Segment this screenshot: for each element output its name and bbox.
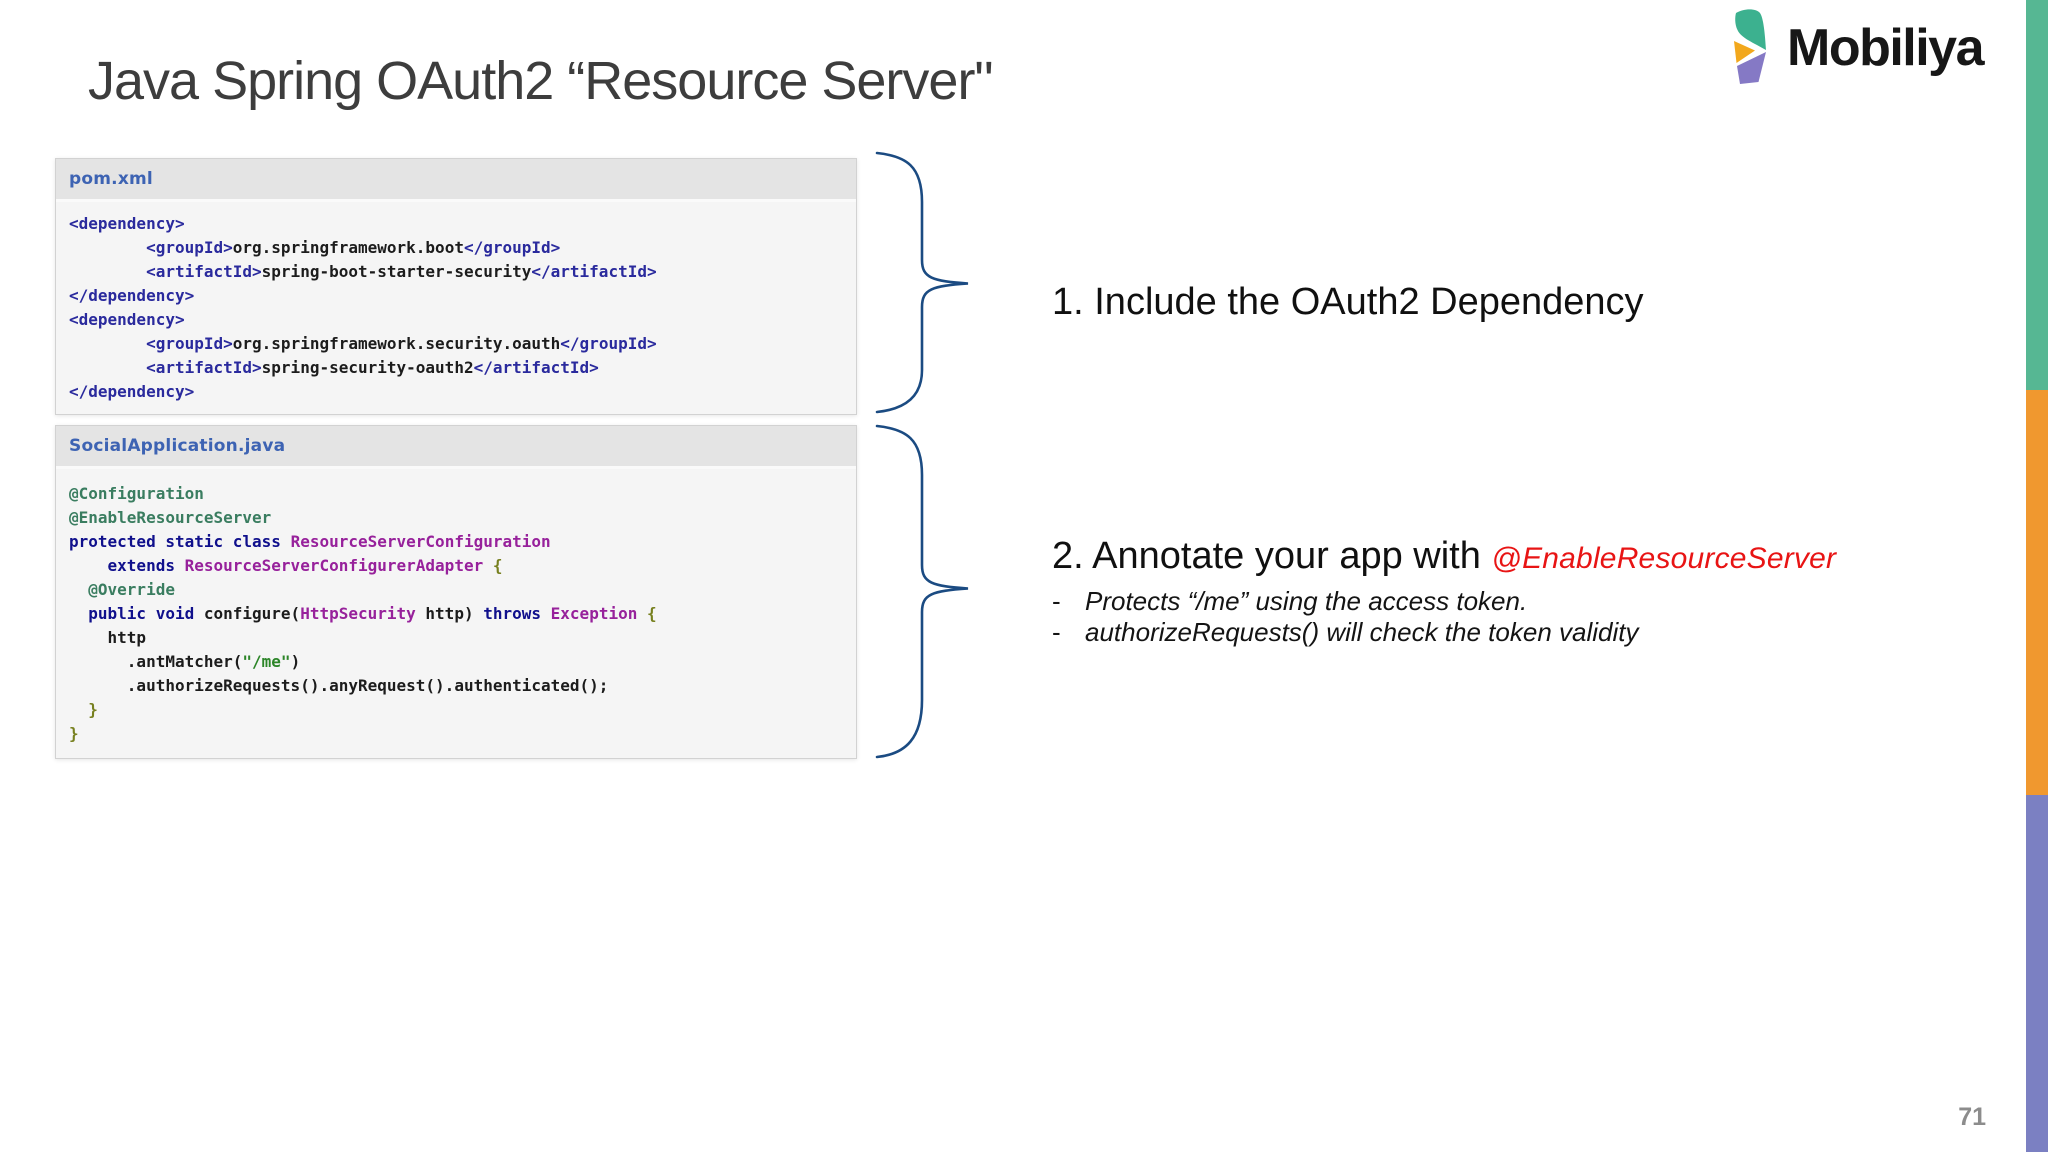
- bullet-text: Protects “/me” using the access token.: [1085, 586, 1528, 616]
- brace-connector-2: [875, 424, 969, 759]
- code-body: <dependency> <groupId>org.springframewor…: [56, 202, 856, 414]
- bullet-marker: -: [1052, 586, 1061, 616]
- code-line: <artifactId>spring-boot-starter-security…: [146, 262, 657, 281]
- code-line: </dependency>: [69, 286, 195, 305]
- code-line: .authorizeRequests().anyRequest().authen…: [69, 676, 609, 695]
- annotation-step-2-text: 2. Annotate your app with: [1052, 535, 1492, 577]
- slide-title: Java Spring OAuth2 “Resource Server": [88, 51, 994, 111]
- code-block-header: pom.xml: [56, 159, 856, 202]
- code-line: <groupId>org.springframework.security.oa…: [146, 334, 657, 353]
- bullet-item: - authorizeRequests() will check the tok…: [1052, 618, 1836, 647]
- annotation-step-2-heading: 2. Annotate your app with @EnableResourc…: [1052, 534, 1836, 581]
- code-line: @Configuration: [69, 484, 204, 503]
- bullet-item: - Protects “/me” using the access token.: [1052, 587, 1836, 616]
- code-line: protected static class ResourceServerCon…: [69, 532, 551, 551]
- code-block-pom-xml: pom.xml <dependency> <groupId>org.spring…: [55, 158, 857, 415]
- code-line: extends ResourceServerConfigurerAdapter …: [107, 556, 503, 575]
- code-line: public void configure(HttpSecurity http)…: [88, 604, 657, 623]
- accent-bar-green: [2026, 0, 2048, 390]
- annotation-step-1: 1. Include the OAuth2 Dependency: [1052, 281, 1644, 323]
- page-number: 71: [1958, 1103, 1986, 1131]
- code-filename: SocialApplication.java: [69, 436, 286, 456]
- code-block-social-application-java: SocialApplication.java @Configuration @En…: [55, 425, 857, 759]
- brace-connectors: [875, 151, 969, 759]
- code-filename: pom.xml: [69, 169, 153, 189]
- annotation-step-2: 2. Annotate your app with @EnableResourc…: [1052, 534, 1836, 647]
- accent-bar-purple: [2026, 795, 2048, 1152]
- brace-connector-1: [875, 151, 969, 414]
- code-line: @EnableResourceServer: [69, 508, 272, 527]
- code-line: <groupId>org.springframework.boot</group…: [146, 238, 561, 257]
- code-line: }: [88, 700, 98, 719]
- mobiliya-logo: Mobiliya: [1729, 8, 1985, 88]
- mobiliya-logo-text: Mobiliya: [1787, 19, 1985, 77]
- bullet-marker: -: [1052, 617, 1061, 647]
- bullet-text: authorizeRequests() will check the token…: [1085, 617, 1639, 647]
- accent-bar: [2026, 0, 2048, 1152]
- annotation-step-2-highlight: @EnableResourceServer: [1491, 542, 1837, 575]
- code-line: <dependency>: [69, 214, 185, 233]
- accent-bar-orange: [2026, 390, 2048, 795]
- mobiliya-logo-icon: [1734, 9, 1766, 84]
- code-block-header: SocialApplication.java: [56, 426, 856, 469]
- code-line: </dependency>: [69, 382, 195, 401]
- code-body: @Configuration @EnableResourceServer prote…: [56, 469, 856, 758]
- code-line: <dependency>: [69, 310, 185, 329]
- code-line: }: [69, 724, 79, 743]
- code-line: <artifactId>spring-security-oauth2</arti…: [146, 358, 599, 377]
- code-line: .antMatcher("/me"): [69, 652, 301, 671]
- code-line: http: [69, 628, 147, 647]
- annotation-step-2-bullets: - Protects “/me” using the access token.…: [1052, 587, 1836, 647]
- code-line: @Override: [88, 580, 175, 599]
